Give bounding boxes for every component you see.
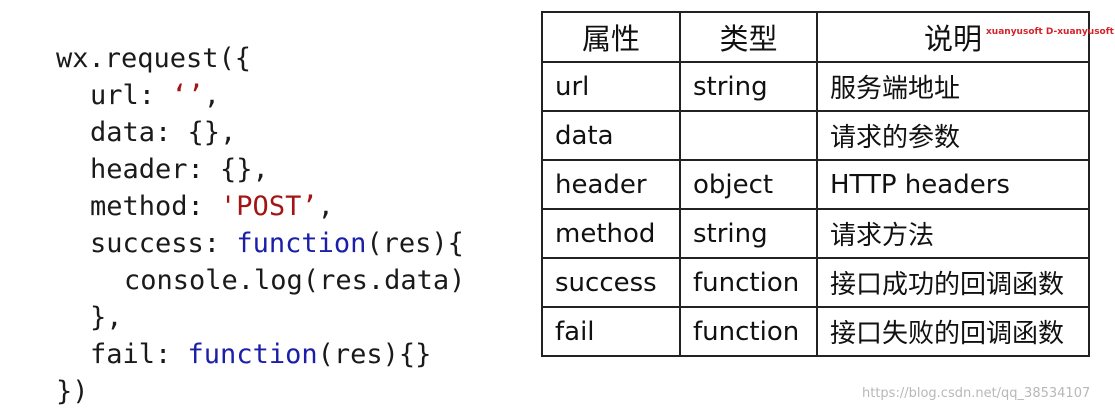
cell-description: 接口失败的回调函数 bbox=[816, 306, 1090, 357]
code-line-close-success: }, bbox=[90, 302, 123, 333]
table-header-row: 属性 类型 说明 bbox=[541, 11, 1090, 63]
header-property: 属性 bbox=[541, 11, 681, 63]
code-line-close-request: }) bbox=[56, 376, 89, 407]
cell-property: url bbox=[541, 61, 681, 112]
watermark-url: https://blog.csdn.net/qq_38534107 bbox=[862, 386, 1091, 401]
code-line-method: method: 'POST’, bbox=[56, 188, 465, 225]
cell-property: header bbox=[541, 159, 681, 210]
cell-type: function bbox=[679, 306, 818, 357]
cell-type: string bbox=[679, 61, 818, 112]
code-keyword-success-function: function bbox=[236, 228, 367, 259]
table-row: fail function 接口失败的回调函数 bbox=[541, 306, 1090, 357]
code-params-fail: (res){} bbox=[317, 339, 432, 370]
table-row: header object HTTP headers bbox=[541, 159, 1090, 210]
code-string-url: ‘’ bbox=[171, 80, 204, 111]
code-line-success: success: function(res){ bbox=[56, 225, 465, 262]
code-punct-url: , bbox=[203, 80, 221, 111]
code-key-method: method: bbox=[90, 191, 221, 222]
code-string-method: 'POST’ bbox=[220, 191, 318, 222]
cell-property: method bbox=[541, 208, 681, 259]
cell-property: data bbox=[541, 110, 681, 161]
code-line-data: data: {}, bbox=[90, 117, 237, 148]
watermark-top: xuanyusoft D-xuanyusoft bbox=[986, 27, 1114, 37]
cell-type: string bbox=[679, 208, 818, 259]
cell-property: success bbox=[541, 257, 681, 308]
header-description: 说明 bbox=[816, 11, 1090, 63]
code-snippet: wx.request({url: ‘’,data: {},header: {},… bbox=[56, 40, 465, 410]
cell-description: 服务端地址 bbox=[816, 61, 1090, 112]
code-key-url: url: bbox=[90, 80, 172, 111]
cell-description: 请求的参数 bbox=[816, 110, 1090, 161]
code-key-success: success: bbox=[90, 228, 237, 259]
table-row: success function 接口成功的回调函数 bbox=[541, 257, 1090, 308]
code-line-url: url: ‘’, bbox=[56, 77, 465, 114]
cell-description: 接口成功的回调函数 bbox=[816, 257, 1090, 308]
code-line-request: wx.request({ bbox=[56, 43, 252, 74]
table-row: data 请求的参数 bbox=[541, 110, 1090, 161]
cell-property: fail bbox=[541, 306, 681, 357]
properties-table: 属性 类型 说明 url string 服务端地址 data 请求的参数 hea… bbox=[541, 11, 1090, 357]
table-row: url string 服务端地址 bbox=[541, 61, 1090, 112]
cell-type: function bbox=[679, 257, 818, 308]
code-line-console-log: console.log(res.data) bbox=[124, 265, 466, 296]
code-punct-method: , bbox=[317, 191, 334, 222]
header-type: 类型 bbox=[679, 11, 818, 63]
code-line-fail: fail: function(res){} bbox=[56, 336, 465, 373]
code-keyword-fail-function: function bbox=[187, 339, 318, 370]
code-key-fail: fail: bbox=[90, 339, 188, 370]
code-line-header: header: {}, bbox=[90, 154, 269, 185]
cell-type: object bbox=[679, 159, 818, 210]
cell-description: 请求方法 bbox=[816, 208, 1090, 259]
cell-type bbox=[679, 110, 818, 161]
cell-description: HTTP headers bbox=[816, 159, 1090, 210]
code-params-success: (res){ bbox=[366, 228, 464, 259]
table-row: method string 请求方法 bbox=[541, 208, 1090, 259]
